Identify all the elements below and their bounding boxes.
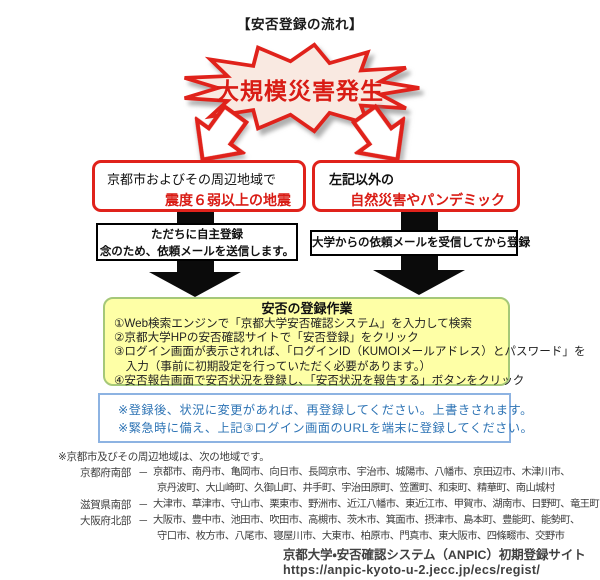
region-cities-line: 大阪市、豊中市、池田市、吹田市、高槻市、茨木市、箕面市、摂津市、島本町、豊能町、…: [153, 515, 580, 526]
region-cities: 大津市、草津市、守山市、栗東市、野洲市、近江八幡市、東近江市、甲賀市、湖南市、日…: [153, 497, 600, 513]
registration-step-4: ④安否報告画面で安否状況を登録し、「安否状況を報告する」ボタンをクリック: [114, 373, 525, 387]
region-list: ※京都市及びその周辺地域は、次の地域です。 京都府南部 － 京都市、南丹市、亀岡…: [0, 449, 600, 545]
registration-step-2: ②京都大学HPの安否確認サイトで「安否登録」をクリック: [114, 331, 419, 345]
region-cities-line: 守口市、枚方市、八尾市、寝屋川市、大東市、柏原市、門真市、東大阪市、四條畷市、交…: [157, 531, 565, 542]
action-right-line1: 大学からの依頼メールを受信してから登録: [312, 237, 531, 249]
action-box-self-registration: ただちに自主登録 念のため、依頼メールを送信します。: [96, 223, 298, 261]
region-row-osaka: 大阪府北部 － 大阪市、豊中市、池田市、吹田市、高槻市、茨木市、箕面市、摂津市、…: [80, 513, 600, 545]
region-cities: 大阪市、豊中市、池田市、吹田市、高槻市、茨木市、箕面市、摂津市、島本町、豊能町、…: [153, 513, 600, 545]
registration-steps-box: 安否の登録作業 ①Web検索エンジンで「京都大学安否確認システム」を入力して検索…: [103, 297, 586, 387]
region-cities-line: 大津市、草津市、守山市、栗東市、野洲市、近江八幡市、東近江市、甲賀市、湖南市、日…: [153, 499, 600, 510]
region-row-shiga: 滋賀県南部 － 大津市、草津市、守山市、栗東市、野洲市、近江八幡市、東近江市、甲…: [80, 497, 600, 513]
action-left-line1: ただちに自主登録: [151, 229, 243, 241]
region-row-kyoto: 京都府南部 － 京都市、南丹市、亀岡市、向日市、長岡京市、宇治市、城陽市、八幡市…: [80, 465, 600, 497]
registration-step-3: ③ログイン画面が表示されれば、「ログインID（KUMOIメールアドレス）とパスワ…: [114, 345, 586, 359]
region-dash: －: [138, 467, 149, 479]
condition-left-line2: 震度６弱以上の地震: [165, 192, 291, 208]
condition-box-kyoto-earthquake: 京都市およびその周辺地域で 震度６弱以上の地震: [92, 160, 306, 212]
registration-steps-title: 安否の登録作業: [261, 301, 353, 316]
condition-left-line1: 京都市およびその周辺地域で: [107, 172, 277, 187]
region-dash: －: [138, 499, 149, 511]
region-name: 大阪府北部: [80, 515, 131, 527]
region-cities-line: 京都市、南丹市、亀岡市、向日市、長岡京市、宇治市、城陽市、八幡市、京田辺市、木津…: [153, 467, 571, 478]
disaster-starburst-label: 大規模災害発生: [216, 78, 384, 104]
page-title: 【安否登録の流れ】: [237, 17, 363, 32]
region-list-header: ※京都市及びその周辺地域は、次の地域です。: [58, 451, 270, 463]
note-line-1: ※登録後、状況に変更があれば、再登録してください。上書きされます。: [118, 403, 533, 417]
footer-registration-url: https://anpic-kyoto-u-2.jecc.jp/ecs/regi…: [283, 563, 541, 577]
region-name: 京都府南部: [80, 467, 131, 479]
region-dash: －: [138, 515, 149, 527]
note-line-2: ※緊急時に備え、上記③ログイン画面のURLを端末に登録してください。: [118, 420, 534, 435]
registration-step-1: ①Web検索エンジンで「京都大学安否確認システム」を入力して検索: [114, 317, 472, 330]
footer-site-name: 京都大学・安否確認システム（ANPIC）初期登録サイト: [283, 548, 586, 562]
condition-right-line2: 自然災害やパンデミック: [350, 192, 505, 208]
region-cities: 京都市、南丹市、亀岡市、向日市、長岡京市、宇治市、城陽市、八幡市、京田辺市、木津…: [153, 465, 600, 497]
branch-arrow-left-icon: [194, 103, 250, 162]
action-box-wait-for-mail: 大学からの依頼メールを受信してから登録: [310, 230, 531, 256]
action-left-line2: 念のため、依頼メールを送信します。: [99, 245, 295, 258]
footer: 京都大学・安否確認システム（ANPIC）初期登録サイト https://anpi…: [283, 548, 586, 578]
condition-box-other-disasters: 左記以外の 自然災害やパンデミック: [312, 160, 520, 212]
flow-arrow-right-head: [373, 270, 465, 295]
condition-right-line1: 左記以外の: [329, 172, 395, 187]
branch-arrow-right-icon: [350, 103, 406, 162]
region-name: 滋賀県南部: [80, 499, 131, 511]
region-cities-line: 京丹波町、大山崎町、久御山町、井手町、宇治田原町、笠置町、和束町、精華町、南山城…: [157, 483, 555, 494]
flow-arrow-left-head: [149, 272, 241, 297]
notes-box: ※登録後、状況に変更があれば、再登録してください。上書きされます。 ※緊急時に備…: [98, 393, 534, 443]
registration-step-3-cont: 入力（事前に初期設定を行っていただく必要があります。）: [114, 359, 432, 373]
